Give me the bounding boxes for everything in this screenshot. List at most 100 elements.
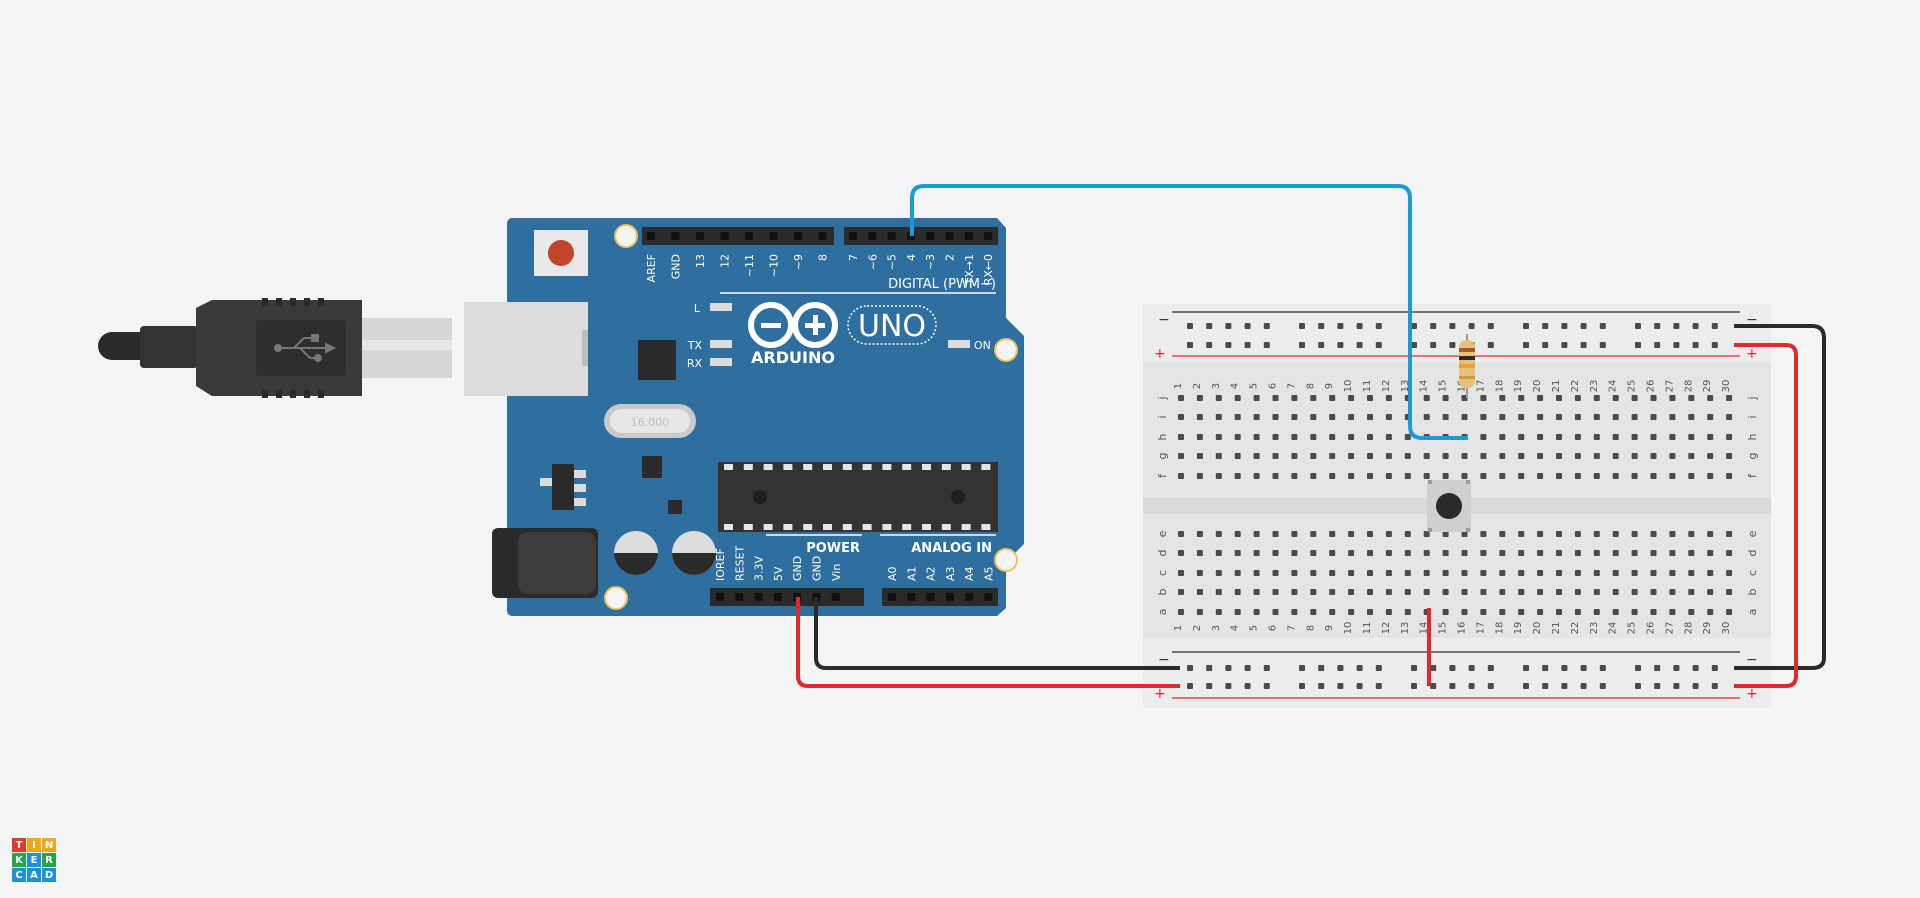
breadboard-hole[interactable]	[1612, 434, 1619, 440]
header-socket[interactable]	[647, 232, 655, 240]
breadboard-hole[interactable]	[1593, 395, 1600, 401]
breadboard-hole[interactable]	[1423, 570, 1430, 576]
breadboard-hole[interactable]	[1542, 665, 1549, 671]
breadboard-hole[interactable]	[1272, 414, 1279, 420]
breadboard-hole[interactable]	[1310, 531, 1317, 537]
breadboard-hole[interactable]	[1650, 589, 1657, 595]
breadboard-hole[interactable]	[1430, 683, 1437, 689]
breadboard-hole[interactable]	[1707, 550, 1714, 556]
breadboard-hole[interactable]	[1650, 609, 1657, 615]
breadboard-hole[interactable]	[1711, 665, 1718, 671]
breadboard-hole[interactable]	[1225, 342, 1232, 348]
breadboard-hole[interactable]	[1385, 434, 1392, 440]
breadboard-hole[interactable]	[1650, 414, 1657, 420]
breadboard-hole[interactable]	[1187, 665, 1193, 671]
breadboard-hole[interactable]	[1442, 550, 1449, 556]
breadboard-hole[interactable]	[1310, 453, 1317, 459]
breadboard-hole[interactable]	[1650, 531, 1657, 537]
breadboard-hole[interactable]	[1253, 531, 1260, 537]
breadboard-hole[interactable]	[1593, 473, 1600, 479]
breadboard-hole[interactable]	[1337, 665, 1344, 671]
breadboard-hole[interactable]	[1669, 570, 1676, 576]
breadboard-hole[interactable]	[1215, 550, 1222, 556]
breadboard-hole[interactable]	[1688, 395, 1695, 401]
breadboard-hole[interactable]	[1215, 473, 1222, 479]
breadboard-hole[interactable]	[1234, 434, 1241, 440]
breadboard-hole[interactable]	[1726, 550, 1733, 556]
breadboard-hole[interactable]	[1196, 609, 1203, 615]
breadboard-hole[interactable]	[1612, 531, 1619, 537]
breadboard-hole[interactable]	[1263, 683, 1270, 689]
breadboard-hole[interactable]	[1253, 453, 1260, 459]
header-socket[interactable]	[887, 232, 896, 240]
breadboard-hole[interactable]	[1631, 453, 1638, 459]
breadboard-hole[interactable]	[1337, 323, 1344, 329]
breadboard-hole[interactable]	[1196, 589, 1203, 595]
breadboard-hole[interactable]	[1404, 550, 1411, 556]
breadboard-hole[interactable]	[1518, 531, 1525, 537]
breadboard-hole[interactable]	[1234, 589, 1241, 595]
breadboard-hole[interactable]	[1499, 609, 1506, 615]
breadboard-hole[interactable]	[1375, 665, 1382, 671]
breadboard-hole[interactable]	[1574, 550, 1581, 556]
breadboard-hole[interactable]	[1537, 609, 1544, 615]
breadboard-hole[interactable]	[1480, 589, 1487, 595]
breadboard-hole[interactable]	[1385, 453, 1392, 459]
breadboard-hole[interactable]	[1291, 453, 1298, 459]
breadboard-hole[interactable]	[1310, 570, 1317, 576]
breadboard-hole[interactable]	[1612, 414, 1619, 420]
breadboard-hole[interactable]	[1480, 453, 1487, 459]
breadboard-hole[interactable]	[1726, 589, 1733, 595]
breadboard-hole[interactable]	[1523, 342, 1529, 348]
breadboard-hole[interactable]	[1461, 414, 1468, 420]
breadboard-hole[interactable]	[1593, 453, 1600, 459]
breadboard-hole[interactable]	[1711, 683, 1718, 689]
breadboard-hole[interactable]	[1523, 683, 1529, 689]
breadboard-hole[interactable]	[1673, 683, 1680, 689]
breadboard-hole[interactable]	[1178, 473, 1184, 479]
breadboard-hole[interactable]	[1244, 665, 1251, 671]
breadboard-hole[interactable]	[1253, 609, 1260, 615]
breadboard-hole[interactable]	[1669, 609, 1676, 615]
breadboard-hole[interactable]	[1196, 473, 1203, 479]
breadboard-hole[interactable]	[1329, 414, 1336, 420]
breadboard-hole[interactable]	[1468, 665, 1475, 671]
breadboard-hole[interactable]	[1367, 434, 1373, 440]
breadboard-hole[interactable]	[1574, 570, 1581, 576]
breadboard-hole[interactable]	[1580, 665, 1587, 671]
breadboard-hole[interactable]	[1411, 323, 1417, 329]
breadboard-hole[interactable]	[1468, 683, 1475, 689]
header-socket[interactable]	[735, 593, 744, 601]
breadboard-hole[interactable]	[1215, 531, 1222, 537]
breadboard-hole[interactable]	[1574, 395, 1581, 401]
breadboard-hole[interactable]	[1356, 665, 1363, 671]
breadboard-hole[interactable]	[1310, 473, 1317, 479]
breadboard-hole[interactable]	[1537, 570, 1544, 576]
breadboard-hole[interactable]	[1291, 531, 1298, 537]
breadboard-hole[interactable]	[1367, 395, 1373, 401]
breadboard-hole[interactable]	[1329, 570, 1336, 576]
breadboard-hole[interactable]	[1707, 453, 1714, 459]
breadboard-hole[interactable]	[1669, 453, 1676, 459]
breadboard-hole[interactable]	[1580, 323, 1587, 329]
breadboard-hole[interactable]	[1178, 570, 1184, 576]
breadboard-hole[interactable]	[1430, 323, 1437, 329]
breadboard-hole[interactable]	[1234, 414, 1241, 420]
breadboard-hole[interactable]	[1196, 395, 1203, 401]
breadboard-hole[interactable]	[1726, 609, 1733, 615]
breadboard-hole[interactable]	[1631, 414, 1638, 420]
breadboard-hole[interactable]	[1299, 342, 1305, 348]
breadboard-hole[interactable]	[1411, 665, 1417, 671]
breadboard-hole[interactable]	[1187, 342, 1193, 348]
breadboard-hole[interactable]	[1707, 589, 1714, 595]
breadboard-hole[interactable]	[1593, 570, 1600, 576]
breadboard-hole[interactable]	[1537, 453, 1544, 459]
breadboard-hole[interactable]	[1537, 531, 1544, 537]
header-socket[interactable]	[907, 593, 916, 601]
breadboard-hole[interactable]	[1726, 531, 1733, 537]
breadboard-hole[interactable]	[1215, 589, 1222, 595]
breadboard-hole[interactable]	[1404, 531, 1411, 537]
breadboard-hole[interactable]	[1556, 589, 1562, 595]
breadboard-hole[interactable]	[1669, 434, 1676, 440]
